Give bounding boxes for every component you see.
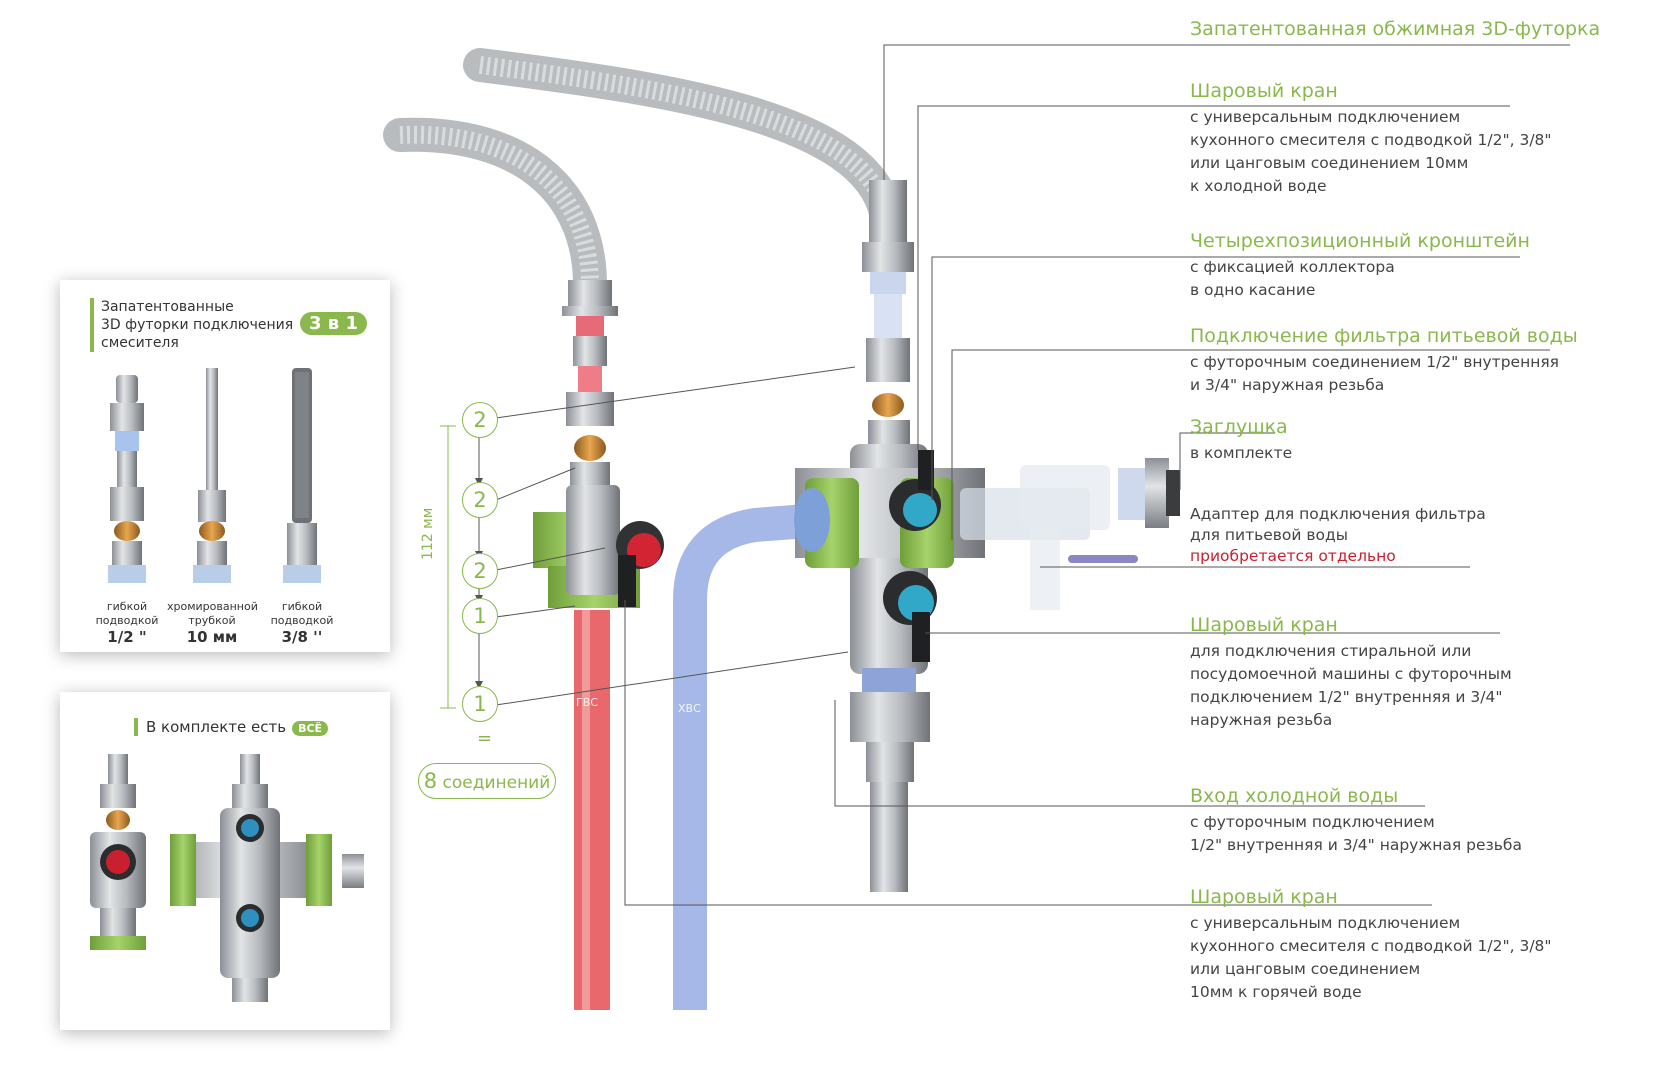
fitting-variants-illustration <box>108 368 321 583</box>
fittings-card: Запатентованные 3D футорки подключения с… <box>60 280 390 652</box>
variant-line: хромированной <box>167 600 258 613</box>
total-number: 8 <box>423 769 438 793</box>
all-badge: ВСЁ <box>292 721 329 736</box>
callout-line: с футорочным соединением 1/2" внутренняя <box>1190 353 1559 371</box>
cold-pipe-label: ХВС <box>678 702 701 715</box>
callout-line: с футорочным подключением <box>1190 813 1435 831</box>
variant-size: 1/2 " <box>107 628 147 646</box>
callout-title: Четырехпозиционный кронштейн <box>1190 230 1530 252</box>
callout-title: Вход холодной воды <box>1190 785 1399 807</box>
cold-pipe <box>673 503 822 1010</box>
total-word: соединений <box>442 773 551 793</box>
variant-label: гибкой подводкой 1/2 " <box>82 600 172 646</box>
variant-line: трубкой <box>188 614 236 627</box>
callout-title: Шаровый кран <box>1190 80 1338 102</box>
callout-line: или цанговым соединением <box>1190 960 1421 978</box>
callout-line: 10мм к горячей воде <box>1190 983 1362 1001</box>
callout-title: Шаровый кран <box>1190 614 1338 636</box>
card-title-line: смесителя <box>101 335 179 351</box>
callout-line: с универсальным подключением <box>1190 108 1461 126</box>
kit-title-text: В комплекте есть <box>146 718 287 736</box>
callout-line: Адаптер для подключения фильтра <box>1190 505 1486 523</box>
callout-line: для питьевой воды <box>1190 526 1348 544</box>
callout-line: наружная резьба <box>1190 711 1333 729</box>
equals-sign: = <box>477 728 493 749</box>
connection-marker: 2 <box>462 553 498 589</box>
hot-pipe-label: ГВС <box>576 696 598 709</box>
connection-marker: 1 <box>462 598 498 634</box>
fittings-card-title: Запатентованные 3D футорки подключения с… <box>90 298 293 352</box>
callout-cold-water-inlet: Вход холодной воды с футорочным подключе… <box>1190 785 1522 857</box>
callout-title: Подключение фильтра питьевой воды <box>1190 325 1578 347</box>
callout-line: 1/2" внутренняя и 3/4" наружная резьба <box>1190 836 1522 854</box>
callout-title: Запатентованная обжимная 3D-футорка <box>1190 18 1601 40</box>
callout-line: с фиксацией коллектора <box>1190 258 1395 276</box>
callout-line: подключением 1/2" внутренняя и 3/4" <box>1190 688 1503 706</box>
variant-line: гибкой <box>281 600 323 613</box>
variant-size: 3/8 '' <box>281 628 323 646</box>
callout-adapter-note: Адаптер для подключения фильтра для пить… <box>1190 500 1486 567</box>
kit-illustration <box>90 754 364 1002</box>
callout-line: и 3/4" наружная резьба <box>1190 376 1385 394</box>
callout-3d-fitting: Запатентованная обжимная 3D-футорка <box>1190 18 1600 40</box>
card-title-line: Запатентованные <box>101 299 234 315</box>
callout-title: Шаровый кран <box>1190 886 1338 908</box>
callout-plug: Заглушка в комплекте <box>1190 416 1292 465</box>
callout-ball-valve-cold: Шаровый кран с универсальным подключение… <box>1190 80 1552 198</box>
variant-line: подводкой <box>270 614 334 627</box>
callout-line: кухонного смесителя с подводкой 1/2", 3/… <box>1190 937 1552 955</box>
callout-bracket: Четырехпозиционный кронштейн с фиксацией… <box>1190 230 1530 302</box>
variant-line: подводкой <box>95 614 159 627</box>
total-connections-badge: 8 соединений <box>418 763 556 799</box>
variant-label: хромированной трубкой 10 мм <box>167 600 258 646</box>
variant-size: 10 мм <box>186 628 238 646</box>
three-in-one-badge: 3 в 1 <box>300 312 367 335</box>
variant-line: гибкой <box>106 600 148 613</box>
callout-line: для подключения стиральной или <box>1190 642 1472 660</box>
callout-title: Заглушка <box>1190 416 1288 438</box>
callout-ball-valve-hot: Шаровый кран с универсальным подключение… <box>1190 886 1552 1004</box>
callout-line: или цанговым соединением 10мм <box>1190 154 1469 172</box>
connection-marker: 1 <box>462 686 498 722</box>
callout-ball-valve-appliance: Шаровый кран для подключения стиральной … <box>1190 614 1512 732</box>
callout-filter-connection: Подключение фильтра питьевой воды с футо… <box>1190 325 1578 397</box>
dimension-label: 112 мм <box>420 507 436 560</box>
callout-line: к холодной воде <box>1190 177 1327 195</box>
callout-line: кухонного смесителя с подводкой 1/2", 3/… <box>1190 131 1552 149</box>
callout-line: посудомоечной машины с футорочным <box>1190 665 1512 683</box>
callout-line: в одно касание <box>1190 281 1316 299</box>
callout-line: в комплекте <box>1190 444 1293 462</box>
connection-marker: 2 <box>462 482 498 518</box>
callout-line: с универсальным подключением <box>1190 914 1461 932</box>
kit-card-title: В комплекте есть ВСЁ <box>134 718 329 736</box>
kit-card: В комплекте есть ВСЁ <box>60 692 390 1030</box>
connection-marker: 2 <box>462 402 498 438</box>
hot-pipe <box>574 610 610 1010</box>
card-title-line: 3D футорки подключения <box>101 317 294 333</box>
variant-label: гибкой подводкой 3/8 '' <box>257 600 347 646</box>
sold-separately-note: приобретается отдельно <box>1190 547 1396 565</box>
